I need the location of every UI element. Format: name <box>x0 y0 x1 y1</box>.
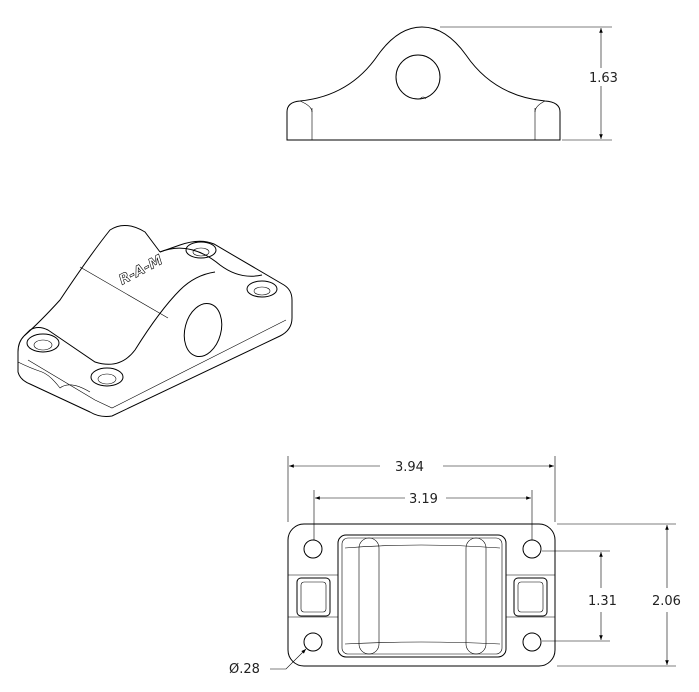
isometric-view: R-A-M <box>17 225 293 417</box>
hole-spacing-width-dimension-label: 3.19 <box>409 492 438 507</box>
hole-spacing-height-dimension-label: 1.31 <box>588 594 617 609</box>
height-dimension-label: 1.63 <box>589 71 618 86</box>
overall-height-dimension-label: 2.06 <box>652 594 681 609</box>
top-view: 3.94 3.19 1.31 2.06 Ø.28 <box>229 456 681 677</box>
overall-width-dimension-label: 3.94 <box>395 460 424 475</box>
side-view: 1.63 <box>286 26 618 141</box>
ram-logo: R-A-M <box>116 252 165 288</box>
hole-diameter-dimension-label: Ø.28 <box>229 662 260 677</box>
